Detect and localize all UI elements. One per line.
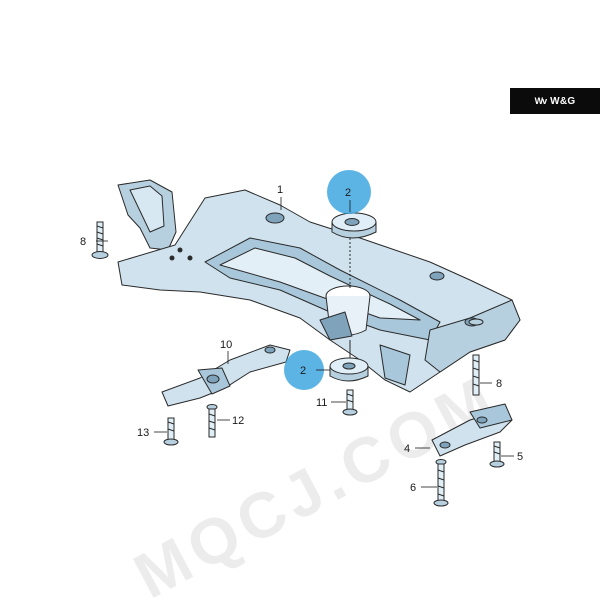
callout-part-12: 12 [232, 415, 244, 427]
bolt-part-8-left [91, 221, 109, 259]
callout-part-1: 1 [277, 184, 283, 196]
callout-part-4: 4 [404, 443, 410, 455]
highlight-circle-top [327, 170, 371, 214]
leader-lines [96, 197, 514, 488]
callout-part-11: 11 [316, 397, 327, 409]
upper-bushing-part-2 [331, 212, 377, 290]
bolt-part-13 [163, 417, 179, 446]
callout-part-10: 10 [220, 339, 232, 351]
highlight-circle-bottom [284, 350, 324, 390]
torque-arm-part-10 [161, 344, 291, 407]
bolt-part-5 [489, 441, 505, 468]
brand-badge: Wv W&G [510, 88, 600, 114]
brand-logo-icon: Wv [534, 96, 547, 106]
callout-part-6: 6 [410, 482, 416, 494]
callout-part-8-right: 8 [496, 378, 502, 390]
bracket-part-4 [431, 403, 513, 457]
callout-part-13: 13 [137, 427, 149, 439]
callout-part-2-bottom: 2 [300, 365, 306, 377]
bolt-part-11 [342, 389, 358, 416]
callout-part-2-top: 2 [345, 187, 351, 199]
bolt-part-12 [206, 404, 218, 438]
callout-part-8-left: 8 [80, 236, 86, 248]
callout-part-5: 5 [517, 451, 523, 463]
bolt-part-8-right [468, 318, 484, 396]
subframe-part-1 [117, 179, 521, 393]
bolt-part-6 [433, 459, 449, 507]
lower-bushing-part-2 [329, 340, 369, 382]
brand-name: W&G [550, 95, 576, 107]
